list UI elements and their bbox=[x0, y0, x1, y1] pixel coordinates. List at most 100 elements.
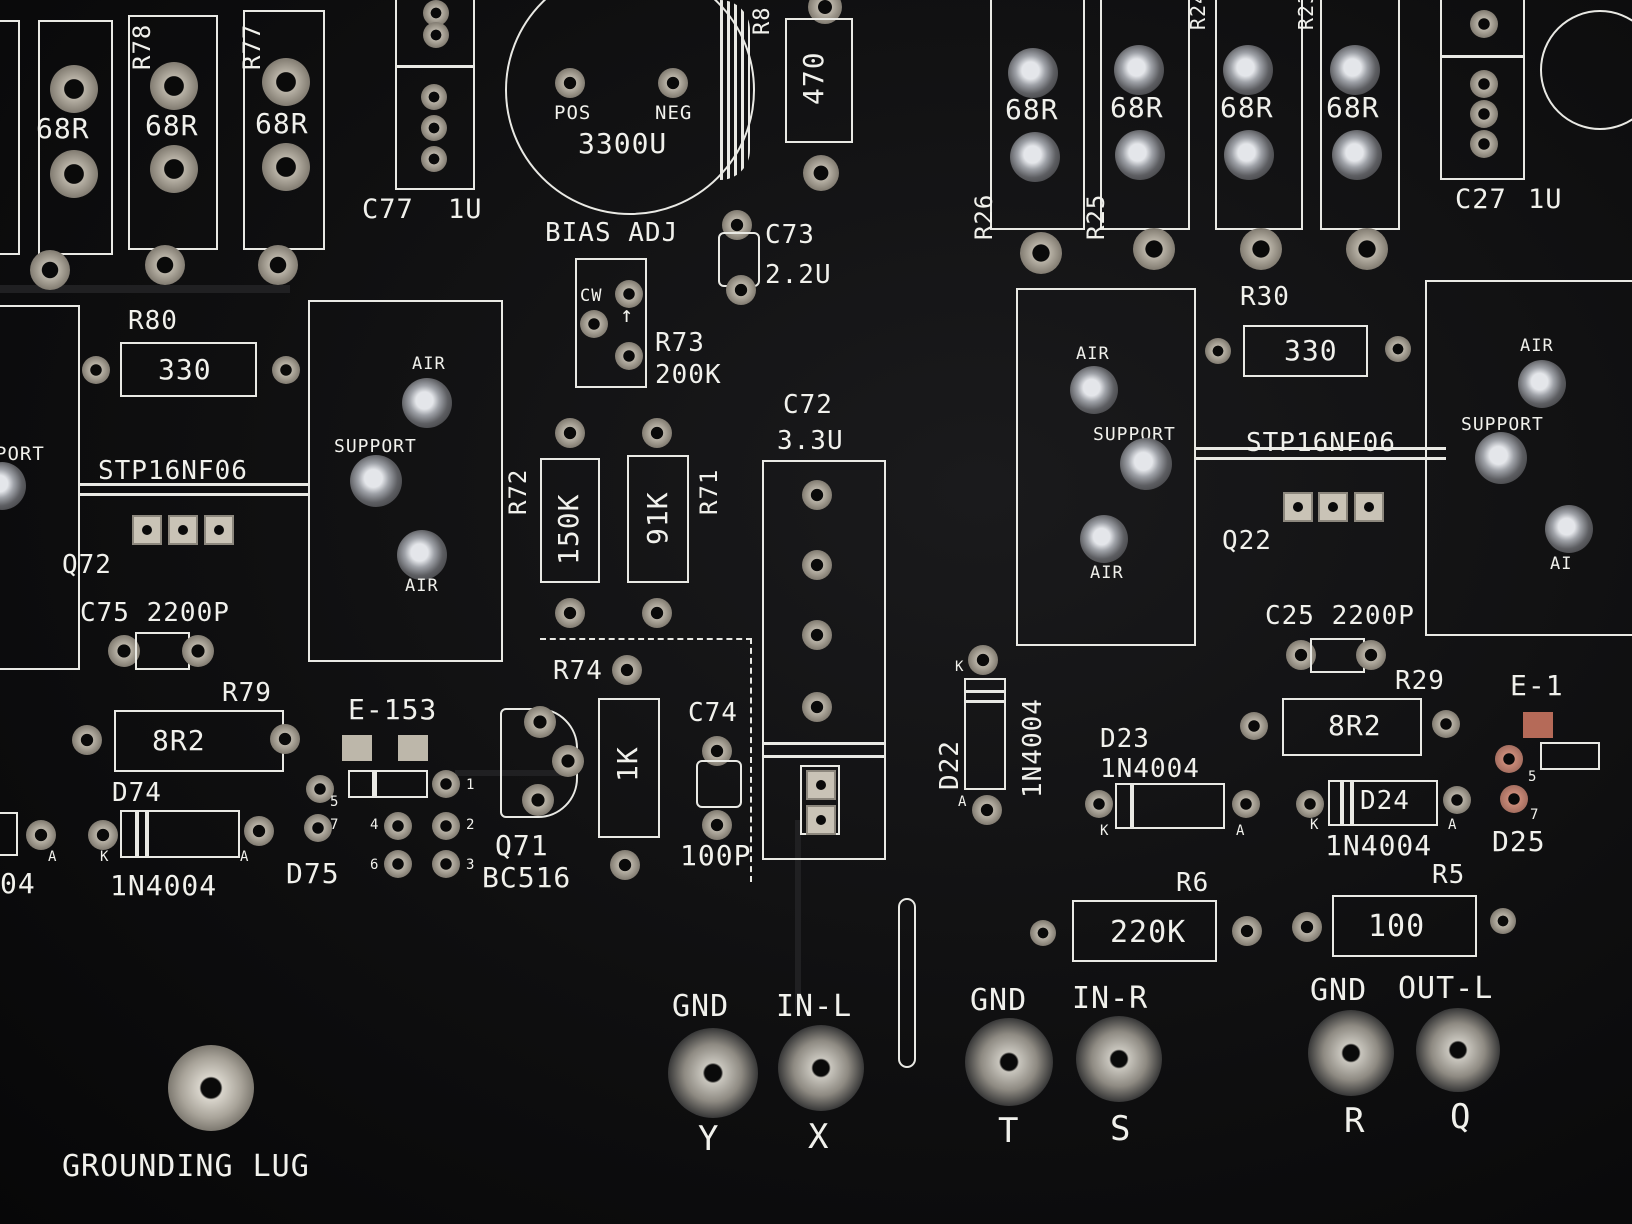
pad bbox=[1470, 10, 1498, 38]
d22-outline bbox=[964, 678, 1006, 790]
pad bbox=[150, 145, 198, 193]
label-r80-value: 330 bbox=[158, 353, 212, 386]
label-a: A bbox=[1236, 823, 1246, 839]
pad bbox=[580, 310, 608, 338]
label-d75: D75 bbox=[286, 857, 340, 890]
pad bbox=[244, 816, 274, 846]
pad bbox=[423, 22, 449, 48]
label-e1: E-1 bbox=[1510, 669, 1564, 702]
pad bbox=[423, 0, 449, 26]
c72-divider bbox=[762, 755, 886, 758]
pad bbox=[702, 810, 732, 840]
label-r24-value: 68R bbox=[1220, 91, 1274, 124]
cathode-band bbox=[1130, 783, 1134, 829]
label-q: Q bbox=[1450, 1097, 1472, 1137]
label-r24: R24 bbox=[1186, 0, 1210, 30]
label-r23: R23 bbox=[1294, 0, 1318, 30]
label-c73: C73 bbox=[765, 220, 815, 250]
pad bbox=[1080, 515, 1128, 563]
pad bbox=[1292, 912, 1322, 942]
label-support-edge: PORT bbox=[0, 443, 45, 465]
pad bbox=[610, 850, 640, 880]
connection-pad-s bbox=[1076, 1016, 1162, 1102]
cathode-band bbox=[372, 770, 377, 798]
label-d22-value: 1N4004 bbox=[1018, 698, 1048, 798]
pad bbox=[30, 250, 70, 290]
label-air: AIR bbox=[412, 354, 446, 374]
pad bbox=[1008, 48, 1058, 98]
d24-outline bbox=[1328, 780, 1438, 826]
label-grounding-lug: GROUNDING LUG bbox=[62, 1149, 310, 1184]
label-r73: R73 bbox=[655, 328, 705, 358]
pad bbox=[1330, 45, 1380, 95]
label-200k: 200K bbox=[655, 360, 722, 390]
r74-outline bbox=[598, 698, 660, 838]
pad bbox=[1545, 505, 1593, 553]
label-r74: R74 bbox=[553, 656, 603, 686]
pad bbox=[1020, 232, 1062, 274]
r80-outline bbox=[120, 342, 257, 397]
d23-outline bbox=[1115, 783, 1225, 829]
pad bbox=[803, 155, 839, 191]
label-r72: R72 bbox=[504, 468, 532, 515]
label-in-r: IN-R bbox=[1072, 981, 1149, 1016]
pad bbox=[1385, 336, 1411, 362]
label-r30-value: 330 bbox=[1284, 334, 1338, 367]
label-k: K bbox=[955, 659, 965, 675]
label-k: K bbox=[100, 849, 110, 865]
arrow-icon: ↑ bbox=[620, 303, 635, 328]
label-c74-value: 100P bbox=[680, 839, 752, 872]
heatsink-outline-right bbox=[1016, 288, 1196, 646]
label-r6-value: 220K bbox=[1110, 915, 1187, 950]
label-pin-2: 2 bbox=[466, 817, 476, 833]
c74-outline bbox=[696, 760, 742, 808]
label-a: A bbox=[1448, 817, 1458, 833]
label-out-l: OUT-L bbox=[1398, 971, 1494, 1006]
pad bbox=[82, 356, 110, 384]
label-r77: R77 bbox=[238, 23, 266, 70]
label-stp-right: STP16NF06 bbox=[1246, 428, 1396, 458]
smd-pad bbox=[342, 735, 372, 761]
label-d74: D74 bbox=[112, 778, 162, 808]
pad bbox=[1500, 785, 1528, 813]
label-q72: Q72 bbox=[62, 550, 112, 580]
d74-cathode-band bbox=[145, 810, 149, 858]
label-r77-value: 68R bbox=[145, 109, 199, 142]
pad bbox=[802, 480, 832, 510]
label-pin-1: 1 bbox=[466, 777, 476, 793]
label-air: AI bbox=[1550, 554, 1573, 574]
pad bbox=[806, 770, 836, 800]
connection-pad-q bbox=[1416, 1008, 1500, 1092]
r30-outline bbox=[1243, 325, 1368, 377]
pad bbox=[72, 725, 102, 755]
pad bbox=[350, 455, 402, 507]
stp-line bbox=[1196, 447, 1446, 450]
pad bbox=[397, 530, 447, 580]
r71-outline bbox=[627, 455, 689, 583]
resistor-r78-outline bbox=[38, 20, 113, 255]
label-r79-value: 8R2 bbox=[152, 724, 206, 757]
pad bbox=[555, 418, 585, 448]
pad bbox=[1240, 228, 1282, 270]
label-s: S bbox=[1110, 1109, 1132, 1149]
connection-pad-x bbox=[778, 1025, 864, 1111]
pad bbox=[1232, 916, 1262, 946]
label-r26-value: 68R bbox=[1005, 93, 1059, 126]
label-r30: R30 bbox=[1240, 282, 1290, 312]
pad bbox=[555, 68, 585, 98]
pad bbox=[262, 143, 310, 191]
label-air: AIR bbox=[1076, 344, 1110, 364]
label-pin-5: 5 bbox=[1528, 769, 1538, 785]
trace bbox=[0, 285, 290, 293]
c77-divider bbox=[395, 65, 475, 68]
label-d22: D22 bbox=[935, 740, 965, 790]
stp-line bbox=[1196, 457, 1446, 460]
label-c25: C25 2200P bbox=[1265, 601, 1415, 631]
label-c75: C75 2200P bbox=[80, 598, 230, 628]
label-c27: C27 bbox=[1455, 184, 1507, 215]
pad bbox=[615, 342, 643, 370]
label-r74-value: 1K bbox=[611, 746, 644, 782]
pad bbox=[1346, 228, 1388, 270]
label-c73-value: 2.2U bbox=[765, 260, 832, 290]
